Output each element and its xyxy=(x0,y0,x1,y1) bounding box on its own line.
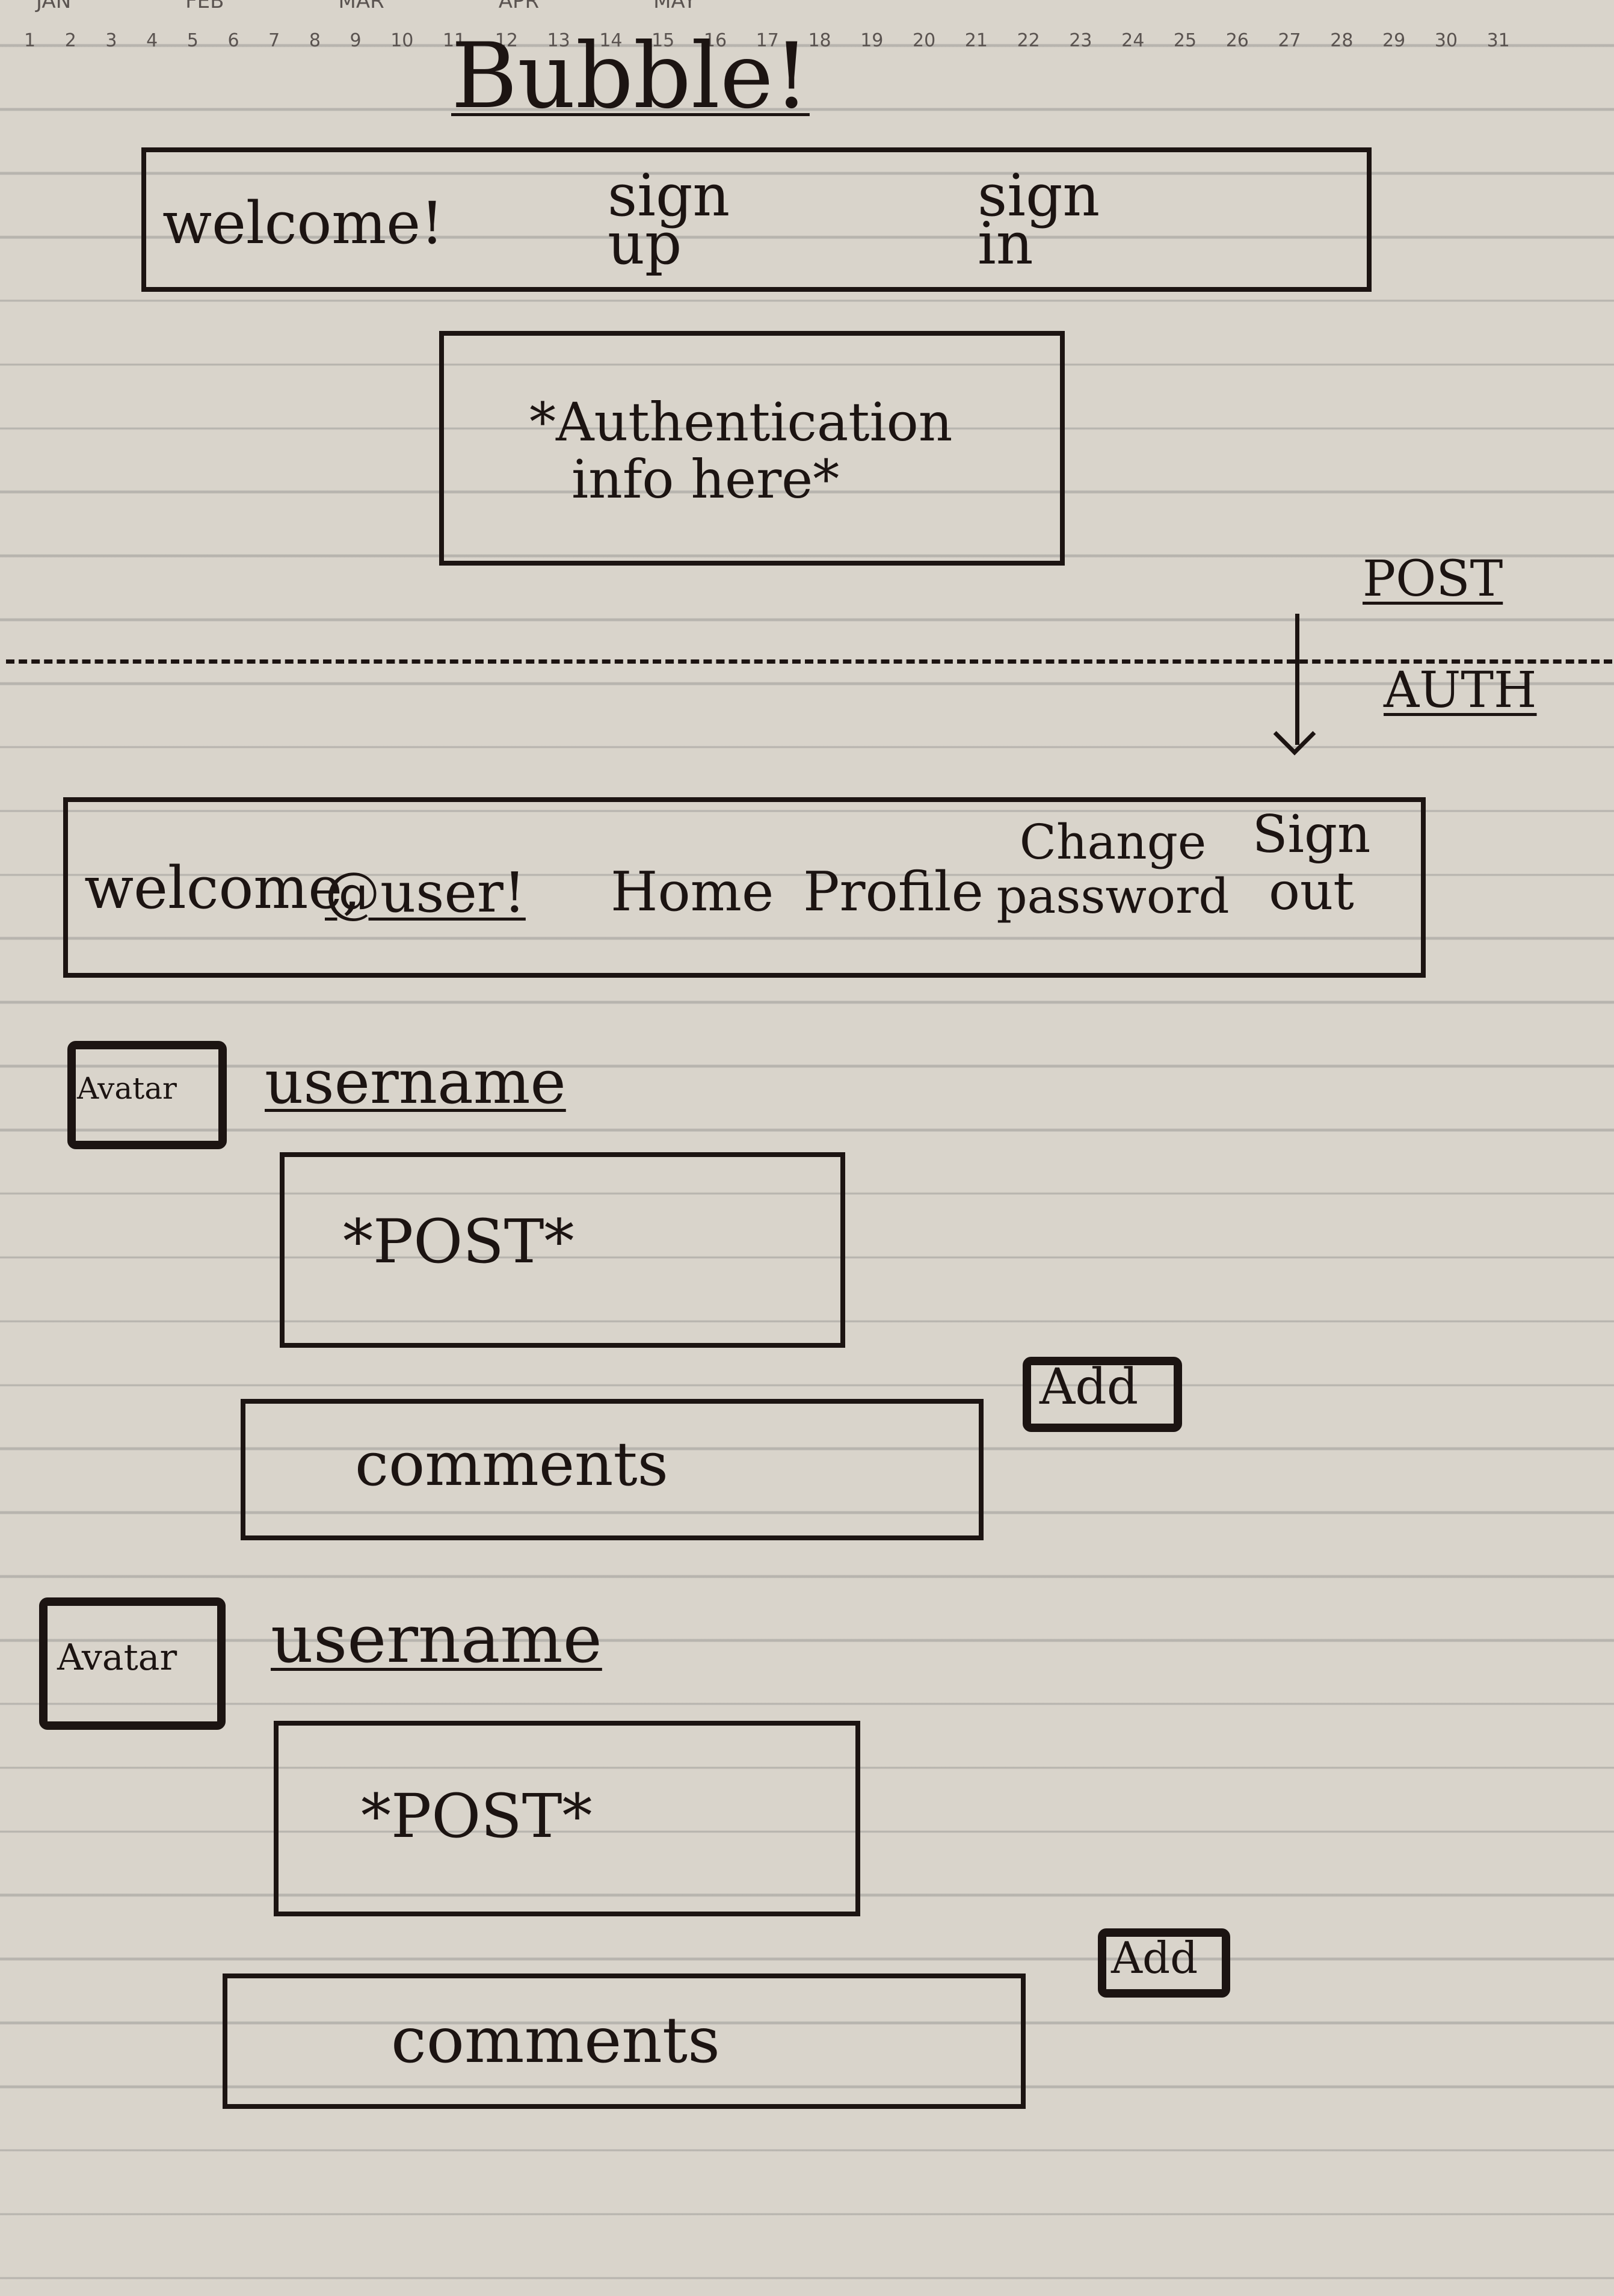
add-comment-button[interactable] xyxy=(1098,1928,1230,1998)
nav-sign-out-link[interactable]: Sign out xyxy=(1252,804,1371,922)
post-username[interactable]: username xyxy=(271,1600,602,1677)
user-handle: @user! xyxy=(325,860,526,925)
comments-label: comments xyxy=(355,1429,668,1499)
calendar-day-number: 25 xyxy=(1173,29,1197,51)
avatar-label: Avatar xyxy=(57,1637,177,1679)
calendar-day-number: 9 xyxy=(350,29,362,51)
month-label: MAY xyxy=(653,0,696,13)
add-comment-label: Add xyxy=(1111,1933,1198,1983)
calendar-day-number: 17 xyxy=(756,29,779,51)
post-username[interactable]: username xyxy=(265,1047,566,1117)
post-content-box xyxy=(274,1721,860,1916)
calendar-day-number: 6 xyxy=(227,29,239,51)
calendar-day-number: 8 xyxy=(309,29,321,51)
comments-box[interactable] xyxy=(223,1974,1026,2109)
comments-label: comments xyxy=(391,2004,720,2077)
calendar-day-number: 15 xyxy=(651,29,675,51)
calendar-day-number: 12 xyxy=(494,29,518,51)
welcome-text: welcome! xyxy=(162,190,444,257)
nav-home-link[interactable]: Home xyxy=(611,860,774,924)
calendar-day-number: 7 xyxy=(268,29,280,51)
calendar-day-number: 10 xyxy=(390,29,414,51)
calendar-day-number: 28 xyxy=(1330,29,1354,51)
calendar-day-number: 13 xyxy=(547,29,570,51)
month-strip: JAN FEB MAR APR MAY xyxy=(36,0,696,13)
calendar-day-number: 18 xyxy=(808,29,831,51)
nav-change-password-link[interactable]: Change password xyxy=(996,814,1230,924)
calendar-day-number: 4 xyxy=(146,29,158,51)
calendar-day-number: 27 xyxy=(1278,29,1301,51)
add-comment-button[interactable] xyxy=(1023,1357,1182,1432)
post-content-text: *POST* xyxy=(361,1781,593,1851)
add-comment-label: Add xyxy=(1040,1359,1139,1416)
welcome-user-text: welcome, xyxy=(84,854,361,922)
divider-auth-label: AUTH xyxy=(1384,662,1537,719)
nav-profile-link[interactable]: Profile xyxy=(803,860,984,924)
calendar-day-number: 5 xyxy=(186,29,199,51)
month-label: MAR xyxy=(338,0,384,13)
calendar-day-number: 20 xyxy=(913,29,936,51)
calendar-day-number: 21 xyxy=(964,29,988,51)
calendar-day-number: 1 xyxy=(24,29,36,51)
authentication-text-line2: info here* xyxy=(571,448,840,510)
calendar-day-number: 11 xyxy=(442,29,466,51)
authentication-text-line1: *Authentication xyxy=(529,391,953,453)
calendar-day-number: 23 xyxy=(1069,29,1092,51)
post-content-box xyxy=(280,1152,845,1348)
avatar[interactable] xyxy=(39,1597,226,1730)
public-nav-bar xyxy=(141,147,1372,292)
calendar-day-number: 22 xyxy=(1017,29,1040,51)
auth-divider-line xyxy=(6,659,1612,664)
comments-box[interactable] xyxy=(241,1399,984,1540)
sign-in-link[interactable]: sign in xyxy=(978,162,1100,277)
month-label: JAN xyxy=(36,0,72,13)
calendar-day-number: 2 xyxy=(64,29,76,51)
divider-post-label: POST xyxy=(1363,551,1503,608)
down-arrow-shaft xyxy=(1295,614,1299,745)
month-label: APR xyxy=(498,0,540,13)
calendar-day-number: 16 xyxy=(703,29,727,51)
private-nav-bar xyxy=(63,797,1426,978)
avatar[interactable] xyxy=(67,1041,227,1149)
avatar-label: Avatar xyxy=(77,1071,177,1106)
month-label: FEB xyxy=(185,0,224,13)
authentication-box xyxy=(439,331,1065,566)
calendar-day-number: 29 xyxy=(1382,29,1406,51)
calendar-day-number: 14 xyxy=(599,29,623,51)
calendar-day-number: 19 xyxy=(860,29,884,51)
calendar-day-number: 26 xyxy=(1225,29,1249,51)
calendar-day-number: 31 xyxy=(1486,29,1510,51)
calendar-day-number: 24 xyxy=(1121,29,1145,51)
calendar-day-number: 3 xyxy=(105,29,117,51)
post-content-text: *POST* xyxy=(343,1206,574,1277)
calendar-day-number: 30 xyxy=(1434,29,1458,51)
app-title: Bubble! xyxy=(451,24,810,129)
sign-up-link[interactable]: sign up xyxy=(608,162,730,277)
